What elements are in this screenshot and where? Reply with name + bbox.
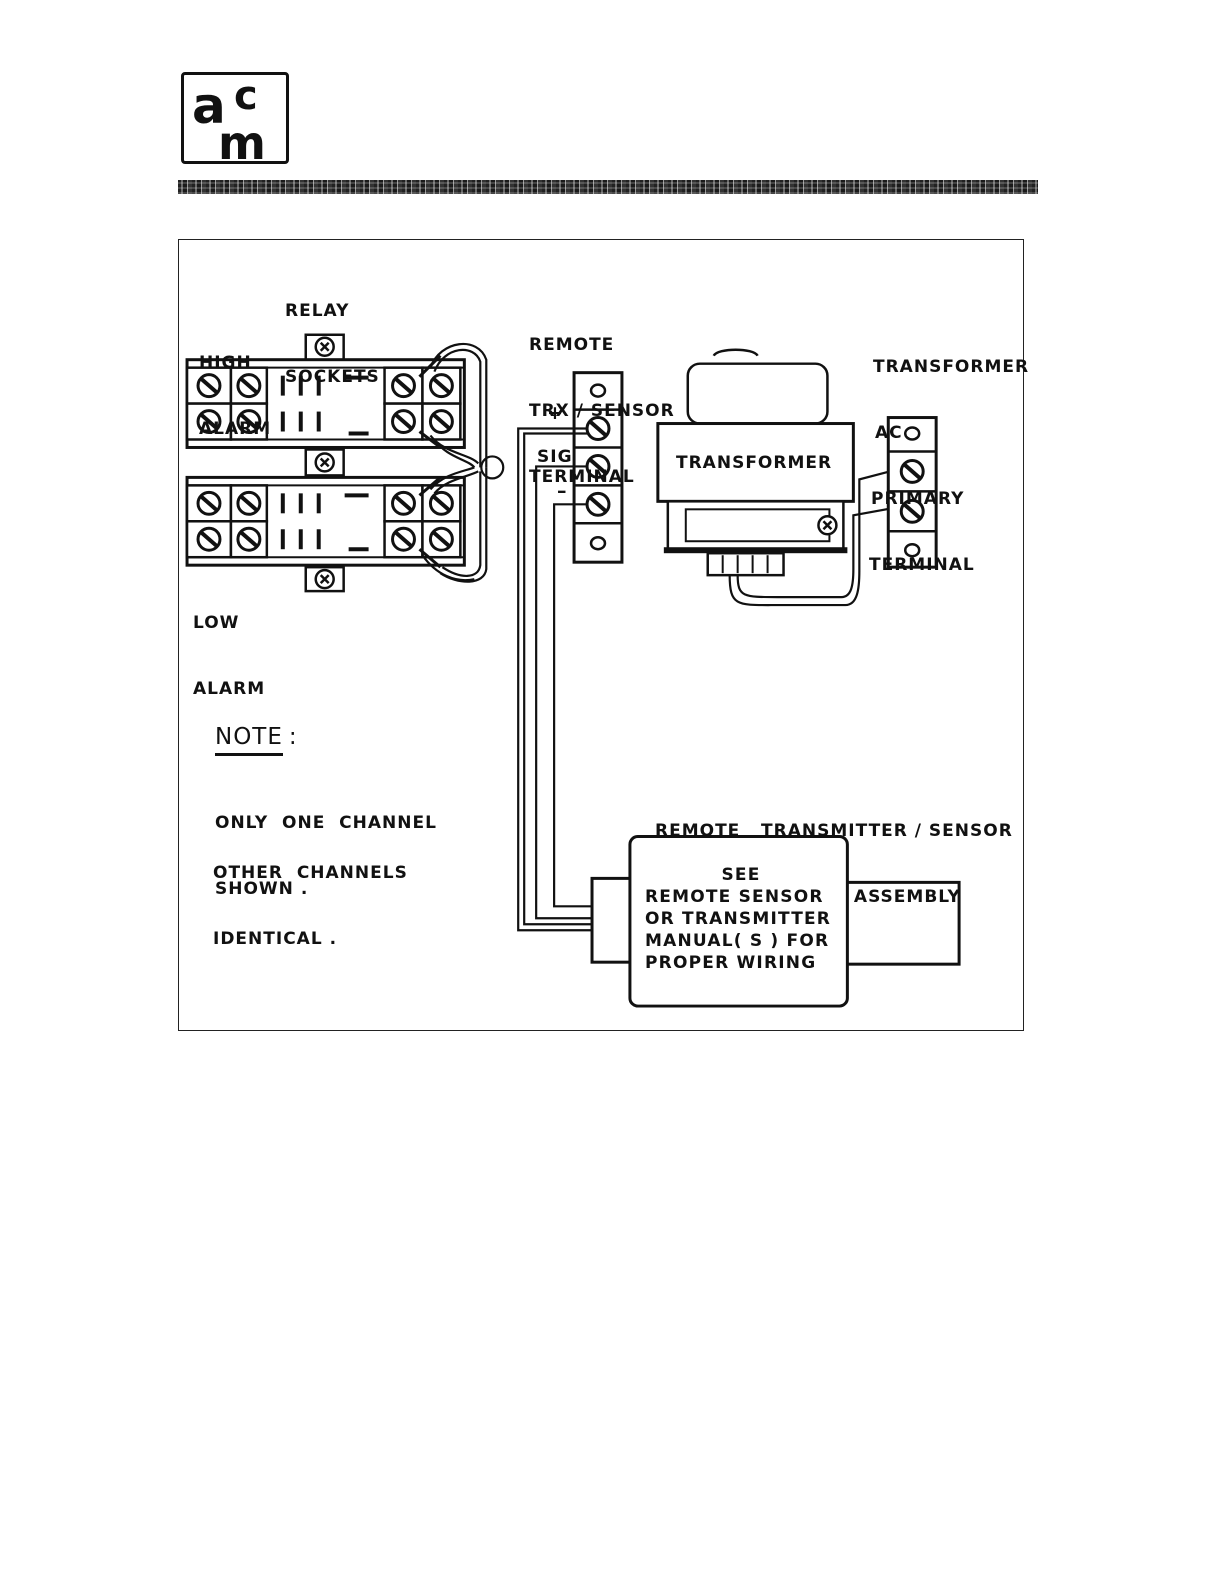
high-alarm-label-line: HIGH xyxy=(199,353,252,373)
terminal-screw xyxy=(428,526,455,553)
note-text-a: ONLY ONE CHANNEL SHOWN . xyxy=(215,768,437,944)
note-title: NOTE xyxy=(215,724,283,750)
relay-sockets-label: RELAY SOCKETS xyxy=(285,256,380,432)
mount-screw-bottom xyxy=(314,568,335,590)
terminal-screw xyxy=(428,408,455,435)
sensor-box-line: SEE xyxy=(721,865,761,885)
wiring-diagram: RELAY SOCKETS HIGH ALARM LOW ALARM REMOT… xyxy=(178,239,1028,1031)
remote-terminal-label-line: TRX / SENSOR xyxy=(529,401,675,421)
transformer-ac-primary-terminal-strip xyxy=(886,416,938,569)
transformer-terminal-label-line: TERMINAL xyxy=(869,555,975,575)
sensor-box xyxy=(628,834,849,1008)
sensor-cable xyxy=(517,427,595,932)
terminal-screw xyxy=(390,490,417,517)
remote-trx-sensor-terminal-label: REMOTE TRX / SENSOR TERMINAL xyxy=(529,290,675,532)
sensor-box-line: PROPER WIRING xyxy=(645,953,817,973)
remote-assembly-label-line: ASSEMBLY xyxy=(853,887,961,907)
transformer-terminal-label-line: PRIMARY xyxy=(871,489,965,509)
acm-logo-graphic: a c m xyxy=(192,75,266,161)
note-colon: : xyxy=(288,724,298,750)
note-underline xyxy=(215,753,283,756)
note-text-b: OTHER CHANNELS IDENTICAL . xyxy=(213,818,408,994)
low-alarm-label-line: LOW xyxy=(193,613,240,633)
note-heading: NOTE: xyxy=(215,724,298,750)
transformer-ac-primary-terminal-label: TRANSFORMER AC PRIMARY TERMINAL xyxy=(869,312,1030,620)
transformer-primary-wires xyxy=(728,468,898,607)
relay-sockets-label-line: RELAY xyxy=(285,301,350,321)
wiring-diagram-drawing xyxy=(185,333,961,1008)
terminal-screw xyxy=(390,372,417,399)
remote-terminal-label-line: REMOTE xyxy=(529,335,615,355)
terminal-plus-mark: + xyxy=(547,402,564,424)
terminal-screw xyxy=(428,372,455,399)
note-line: IDENTICAL . xyxy=(213,929,338,949)
transformer-terminal-label-line: TRANSFORMER xyxy=(873,357,1030,377)
terminal-screw xyxy=(196,490,222,517)
sensor-box-line: REMOTE SENSOR xyxy=(645,887,824,907)
remote-terminal-label-line: TERMINAL xyxy=(529,467,635,487)
terminal-screw xyxy=(390,526,417,553)
terminal-minus-mark: – xyxy=(557,480,568,502)
relay-socket-high xyxy=(185,333,466,449)
note-line: OTHER CHANNELS xyxy=(213,863,408,883)
note-line: SHOWN . xyxy=(215,879,309,899)
relay-sockets-label-line: SOCKETS xyxy=(285,367,380,387)
wire-lugs xyxy=(418,354,442,569)
transformer-label: TRANSFORMER xyxy=(676,453,833,473)
remote-sensor-assembly xyxy=(590,834,961,1008)
relay-socket-low xyxy=(185,475,466,567)
note-line: ONLY ONE CHANNEL xyxy=(215,813,437,833)
header-divider-band xyxy=(178,180,1038,194)
low-alarm-label-line: ALARM xyxy=(193,679,266,699)
terminal-screw xyxy=(390,408,417,435)
transformer-terminal-label-line: AC xyxy=(875,423,903,443)
logo-letter-c: c xyxy=(234,75,258,119)
high-alarm-label-line: ALARM xyxy=(199,419,272,439)
transformer-body xyxy=(656,422,855,503)
remote-assembly-label-line: REMOTE TRANSMITTER / SENSOR xyxy=(655,821,1013,841)
low-alarm-label: LOW ALARM xyxy=(193,568,265,744)
terminal-screw xyxy=(428,490,455,517)
transformer-mount-screw xyxy=(817,515,838,536)
terminal-screw xyxy=(235,526,262,553)
logo-letter-a: a xyxy=(192,77,226,135)
high-alarm-label: HIGH ALARM xyxy=(199,308,271,484)
logo-letter-m: m xyxy=(218,116,266,161)
sensor-box-line: OR TRANSMITTER xyxy=(645,909,832,929)
transformer-unit xyxy=(656,348,855,577)
remote-assembly-label: REMOTE TRANSMITTER / SENSOR ASSEMBLY xyxy=(655,776,1013,952)
remote-trx-sensor-terminal-strip xyxy=(572,371,624,564)
acm-logo: a c m xyxy=(181,72,289,164)
terminal-sig-mark: SIG xyxy=(537,447,573,467)
terminal-screw xyxy=(235,490,262,517)
sensor-box-text: SEE REMOTE SENSOR OR TRANSMITTER MANUAL(… xyxy=(635,864,847,974)
sensor-box-line: MANUAL( S ) FOR xyxy=(645,931,830,951)
terminal-screw xyxy=(196,526,222,553)
mount-screw-middle xyxy=(314,452,335,473)
